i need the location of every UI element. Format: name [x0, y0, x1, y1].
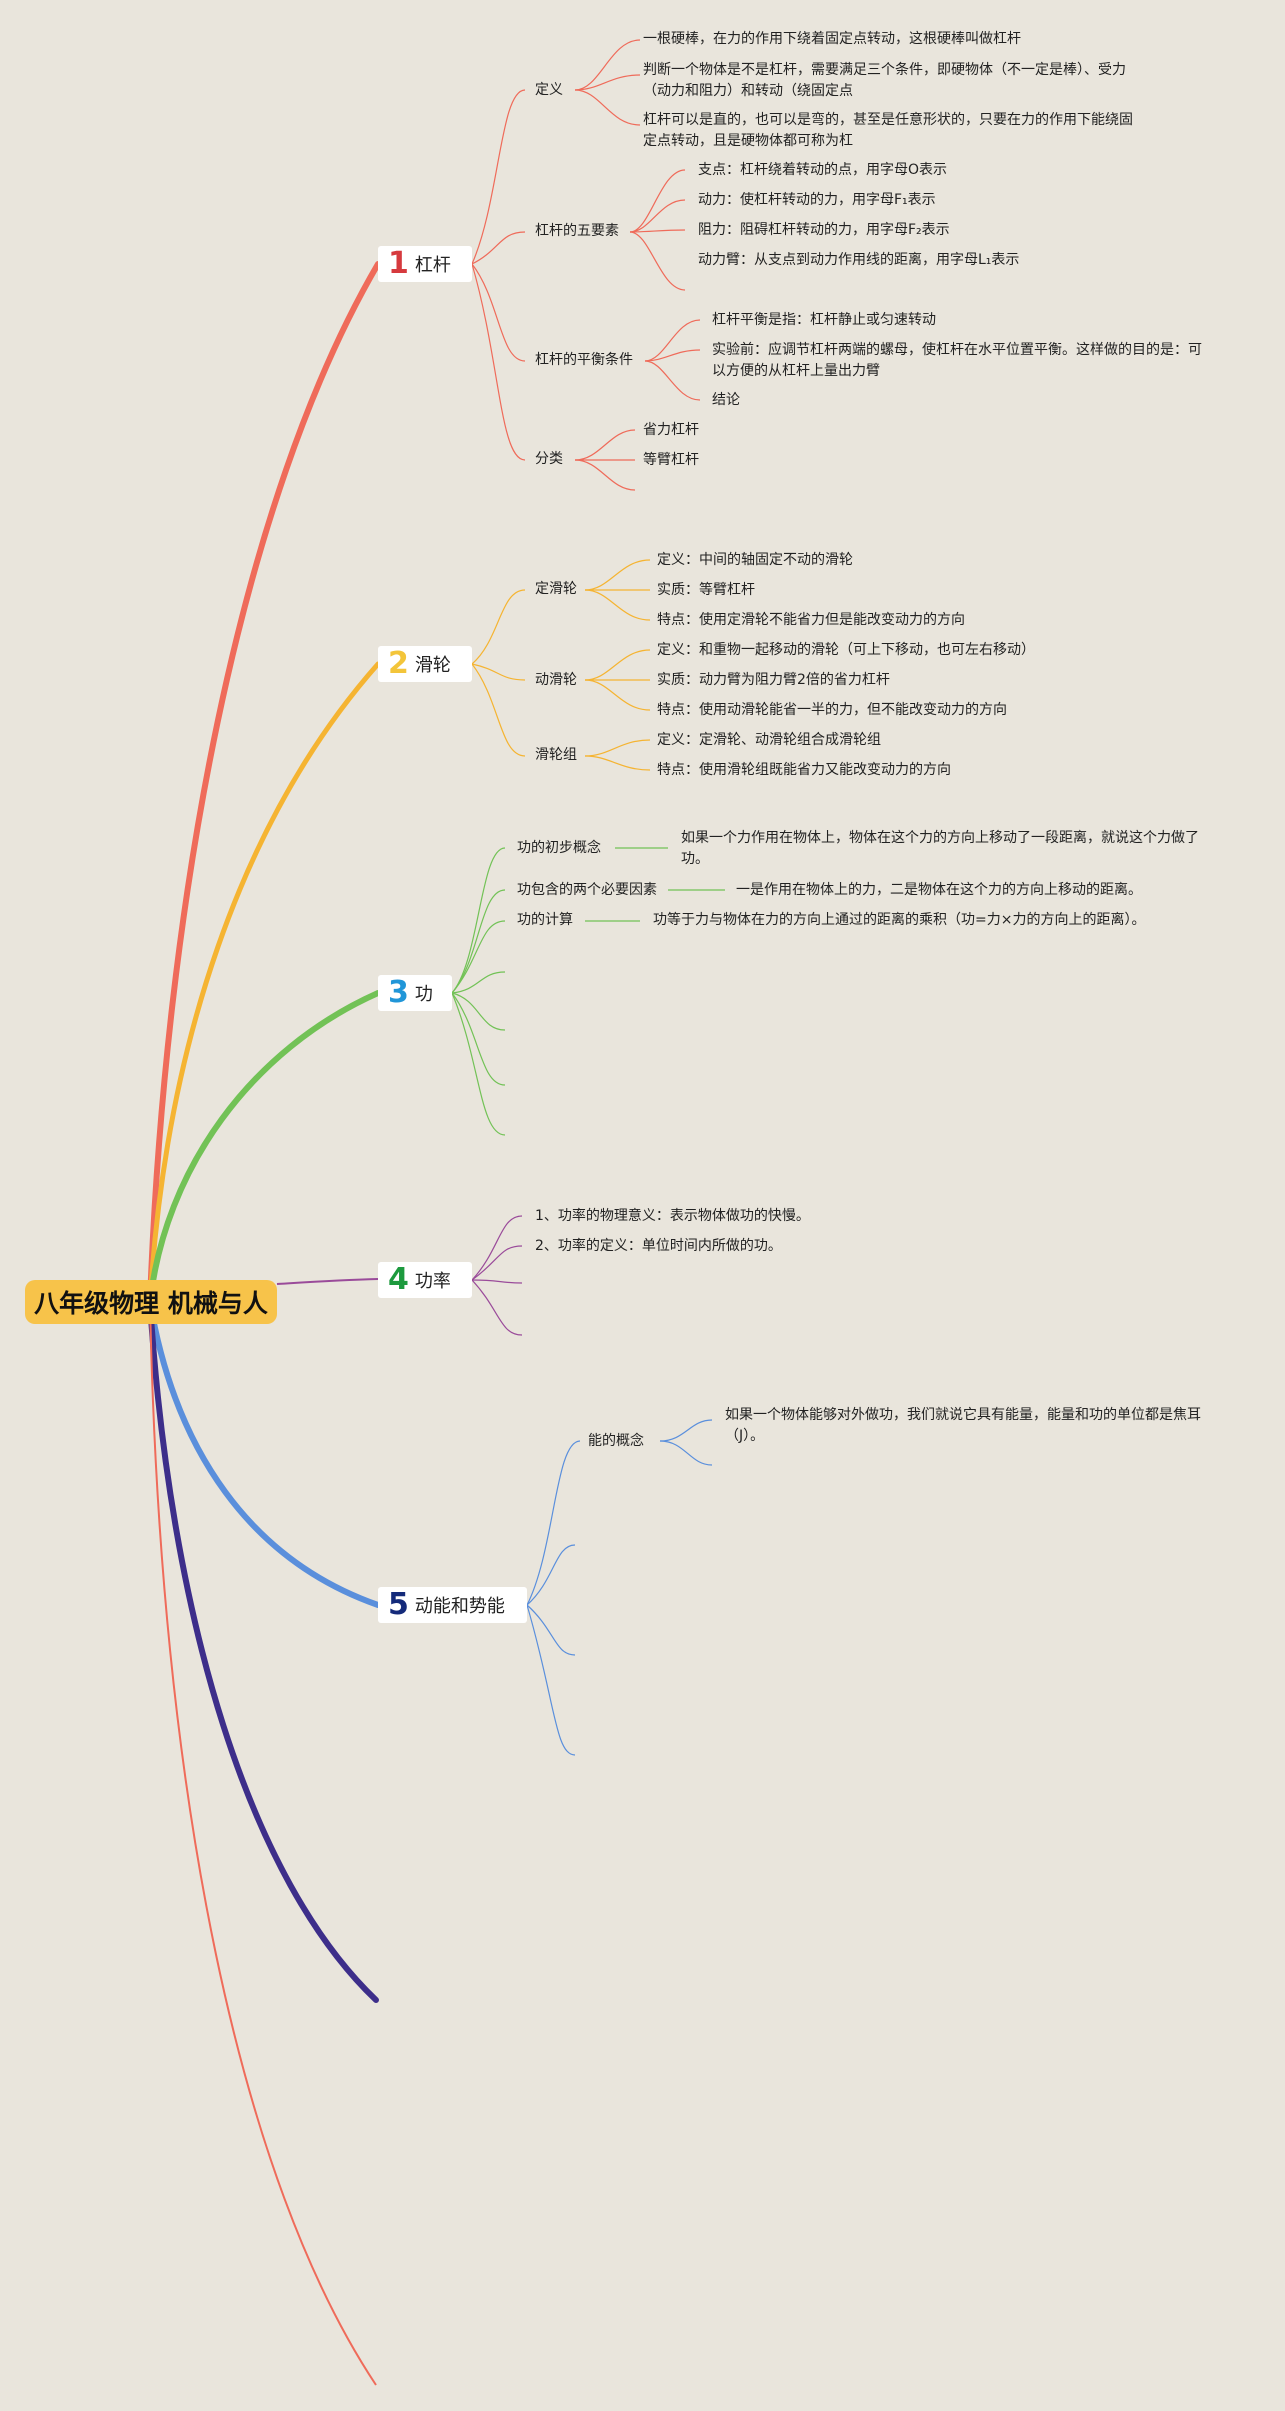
root-topic[interactable]: 八年级物理 机械与人: [25, 1280, 277, 1324]
leaf-1-3-3[interactable]: 结论: [712, 392, 740, 408]
subtopic-1-2[interactable]: 杠杆的五要素: [535, 223, 619, 239]
topic-1-label: 杠杆: [414, 255, 451, 276]
subtopic-4-1[interactable]: 1、功率的物理意义：表示物体做功的快慢。: [535, 1208, 810, 1224]
subtopic-3-2[interactable]: 功包含的两个必要因素: [517, 882, 657, 898]
topic-2[interactable]: 2 滑轮: [378, 646, 472, 682]
leaf-3-2-1[interactable]: 一是作用在物体上的力，二是物体在这个力的方向上移动的距离。: [736, 882, 1142, 898]
topic-3-label: 功: [414, 984, 433, 1005]
leaf-3-1-1[interactable]: 如果一个力作用在物体上，物体在这个力的方向上移动了一段距离，就说这个力做了功。: [681, 830, 1199, 867]
subtopic-2-2[interactable]: 动滑轮: [535, 672, 577, 688]
subtopic-2-3[interactable]: 滑轮组: [535, 747, 577, 763]
branch-topic-3: [147, 990, 381, 1305]
leaf-2-2-2[interactable]: 实质：动力臂为阻力臂2倍的省力杠杆: [657, 672, 890, 688]
leaf-1-1-1[interactable]: 一根硬棒，在力的作用下绕着固定点转动，这根硬棒叫做杠杆: [643, 31, 1021, 47]
leaf-5-1-1[interactable]: 如果一个物体能够对外做功，我们就说它具有能量，能量和功的单位都是焦耳（J）。: [725, 1407, 1201, 1444]
topic-4[interactable]: 4 功率: [378, 1262, 472, 1298]
subtopic-1-1[interactable]: 定义: [535, 82, 563, 98]
leaf-1-2-3[interactable]: 阻力：阻碍杠杆转动的力，用字母F₂表示: [698, 222, 950, 238]
leaf-1-1-3[interactable]: 杠杆可以是直的，也可以是弯的，甚至是任意形状的，只要在力的作用下能绕固定点转动，…: [643, 112, 1133, 149]
leaf-2-3-2[interactable]: 特点：使用滑轮组既能省力又能改变动力的方向: [657, 762, 951, 778]
topic-5[interactable]: 5 动能和势能: [378, 1587, 527, 1623]
subtopic-1-3[interactable]: 杠杆的平衡条件: [535, 352, 633, 368]
topic-3[interactable]: 3 功: [378, 975, 452, 1011]
leaf-2-2-1[interactable]: 定义：和重物一起移动的滑轮（可上下移动，也可左右移动）: [657, 642, 1035, 658]
leaf-1-2-1[interactable]: 支点：杠杆绕着转动的点，用字母O表示: [698, 162, 948, 178]
branch-empty-7: [149, 1301, 377, 2386]
leaf-3-3-1[interactable]: 功等于力与物体在力的方向上通过的距离的乘积（功=力×力的方向上的距离）。: [653, 912, 1146, 928]
topic-4-label: 功率: [414, 1271, 451, 1292]
subtopic-3-3[interactable]: 功的计算: [517, 912, 573, 928]
topic-3-number: 3: [388, 975, 409, 1010]
leaf-1-3-2[interactable]: 实验前：应调节杠杆两端的螺母，使杠杆在水平位置平衡。这样做的目的是：可以方便的从…: [712, 342, 1202, 379]
subtopic-5-1[interactable]: 能的概念: [588, 1433, 644, 1449]
topic-5-label: 动能和势能: [414, 1596, 505, 1617]
branch-topic-5: [147, 1299, 381, 1608]
subtopic-3-1[interactable]: 功的初步概念: [517, 840, 601, 856]
leaf-1-4-1[interactable]: 省力杠杆: [643, 422, 699, 438]
leaf-2-1-2[interactable]: 实质：等臂杠杆: [657, 582, 755, 598]
leaf-1-1-2[interactable]: 判断一个物体是不是杠杆，需要满足三个条件，即硬物体（不一定是棒）、受力（动力和阻…: [643, 62, 1126, 99]
branch-topic-2: [147, 661, 381, 1305]
topic-1-number: 1: [388, 246, 409, 281]
root-title: 八年级物理 机械与人: [34, 1289, 268, 1318]
leaf-2-3-1[interactable]: 定义：定滑轮、动滑轮组合成滑轮组: [657, 732, 881, 748]
topic-5-number: 5: [388, 1587, 409, 1622]
topic-2-number: 2: [388, 646, 409, 681]
topic-1[interactable]: 1 杠杆: [378, 246, 472, 282]
leaf-1-2-4[interactable]: 动力臂：从支点到动力作用线的距离，用字母L₁表示: [698, 252, 1020, 268]
leaf-2-2-3[interactable]: 特点：使用动滑轮能省一半的力，但不能改变动力的方向: [657, 702, 1007, 718]
branch-topic-1: [147, 261, 381, 1305]
leaf-2-1-3[interactable]: 特点：使用定滑轮不能省力但是能改变动力的方向: [657, 612, 965, 628]
leaf-1-2-2[interactable]: 动力：使杠杆转动的力，用字母F₁表示: [698, 192, 936, 208]
topic-2-label: 滑轮: [414, 655, 451, 676]
leaf-2-1-1[interactable]: 定义：中间的轴固定不动的滑轮: [657, 552, 853, 568]
topic-4-number: 4: [388, 1262, 409, 1297]
branch-topic-4: [276, 1278, 379, 1285]
subtopic-2-1[interactable]: 定滑轮: [535, 581, 577, 597]
leaf-1-4-2[interactable]: 等臂杠杆: [643, 452, 699, 468]
leaf-1-3-1[interactable]: 杠杆平衡是指：杠杆静止或匀速转动: [712, 312, 936, 328]
branch-empty-6: [147, 1299, 379, 2003]
subtopic-4-2[interactable]: 2、功率的定义：单位时间内所做的功。: [535, 1238, 782, 1254]
subtopic-1-4[interactable]: 分类: [535, 451, 563, 467]
